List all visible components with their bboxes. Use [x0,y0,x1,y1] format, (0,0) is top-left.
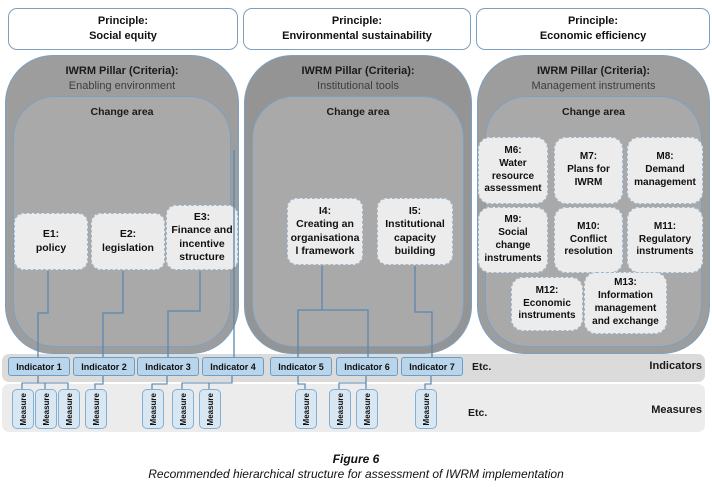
pillar-header: IWRM Pillar (Criteria): Management instr… [478,64,709,95]
node-e2-legislation: E2: legislation [91,213,165,270]
node-m7-plans-for-iwrm: M7: Plans for IWRM [554,137,623,204]
change-area-label: Change area [326,106,390,118]
node-m12-economic-instruments: M12: Economic instruments [511,277,583,331]
pillar-subtitle: Institutional tools [317,80,399,93]
change-area-label: Change area [561,106,626,118]
indicator-7: Indicator 7 [401,357,463,376]
measure-box: Measure [199,389,221,429]
node-m8-demand-management: M8: Demand management [627,137,703,204]
measure-box: Measure [12,389,34,429]
indicators-row-label: Indicators [649,360,702,372]
indicator-6: Indicator 6 [336,357,398,376]
measures-strip [2,384,705,432]
measure-box: Measure [58,389,80,429]
pillar-title: IWRM Pillar (Criteria): [65,65,179,77]
node-m9-social-change-instruments: M9: Social change instruments [478,207,548,273]
indicator-1: Indicator 1 [8,357,70,376]
pillar-title: IWRM Pillar (Criteria): [536,65,651,77]
node-i5-capacity-building: I5: Institutional capacity building [377,198,453,265]
pillar-title: IWRM Pillar (Criteria): [301,65,415,77]
change-area-label: Change area [90,106,154,118]
node-m11-regulatory-instruments: M11: Regulatory instruments [627,207,703,273]
pillar-header: IWRM Pillar (Criteria): Enabling environ… [6,64,238,95]
node-m6-water-resource-assessment: M6: Water resource assessment [478,137,548,204]
indicator-2: Indicator 2 [73,357,135,376]
pillar-subtitle: Management instruments [531,80,656,93]
measure-box: Measure [172,389,194,429]
pillar-header: IWRM Pillar (Criteria): Institutional to… [245,64,471,95]
indicator-5: Indicator 5 [270,357,332,376]
figure-caption-title: Figure 6 [332,452,380,466]
pillar-subtitle: Enabling environment [68,80,176,93]
measure-box: Measure [85,389,107,429]
measure-box: Measure [329,389,351,429]
measure-box: Measure [415,389,437,429]
measure-box: Measure [142,389,164,429]
measure-box: Measure [295,389,317,429]
indicator-3: Indicator 3 [137,357,199,376]
node-e3-finance: E3: Finance and incentive structure [166,205,238,270]
measures-etc-label: Etc. [468,407,488,419]
measures-row-label: Measures [651,404,702,416]
principle-box-social-equity: Principle: Social equity [8,8,238,50]
principle-box-environmental-sustainability: Principle: Environmental sustainability [243,8,471,50]
measure-box: Measure [356,389,378,429]
node-m13-information-management: M13: Information management and exchange [584,272,667,334]
principle-box-economic-efficiency: Principle: Economic efficiency [476,8,710,50]
node-m10-conflict-resolution: M10: Conflict resolution [554,207,623,273]
indicator-4: Indicator 4 [202,357,264,376]
measure-box: Measure [35,389,57,429]
figure-caption-text: Recommended hierarchical structure for a… [148,467,564,481]
node-i4-organisational-framework: I4: Creating an organisationa l framewor… [287,198,363,265]
node-e1-policy: E1: policy [14,213,88,270]
indicators-etc-label: Etc. [472,361,492,373]
